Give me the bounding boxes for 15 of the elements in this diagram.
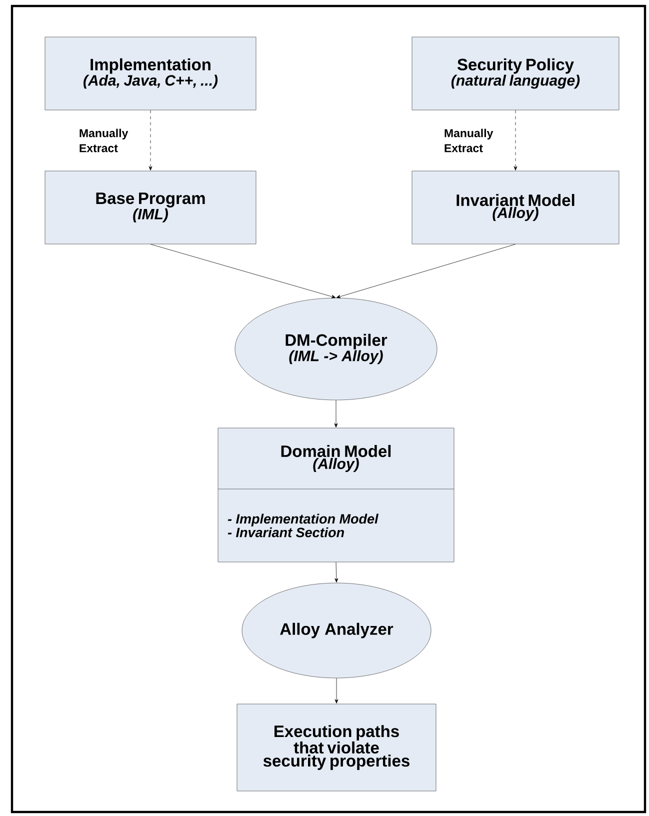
arrow [514,110,518,170]
edge-label: Manually Extract [80,128,128,152]
arrow [334,678,338,704]
edge-label: Manually Extract [444,128,494,152]
arrow [148,110,152,170]
process-box: Execution paths that violate security properties [236,704,436,792]
process-box: Implementation (Ada, Java, C++, ...) [44,36,256,110]
arrow [150,244,336,298]
arrow [336,244,516,298]
arrow [334,400,338,428]
arrow [334,562,338,582]
process-box: Domain Model (Alloy) - Implementation Model - Invariant Section [218,428,454,562]
process-box: Base Program (IML) [44,170,256,244]
process-box: Security Policy (natural language) [412,36,620,110]
process-box: Invariant Model (Alloy) [412,170,620,244]
